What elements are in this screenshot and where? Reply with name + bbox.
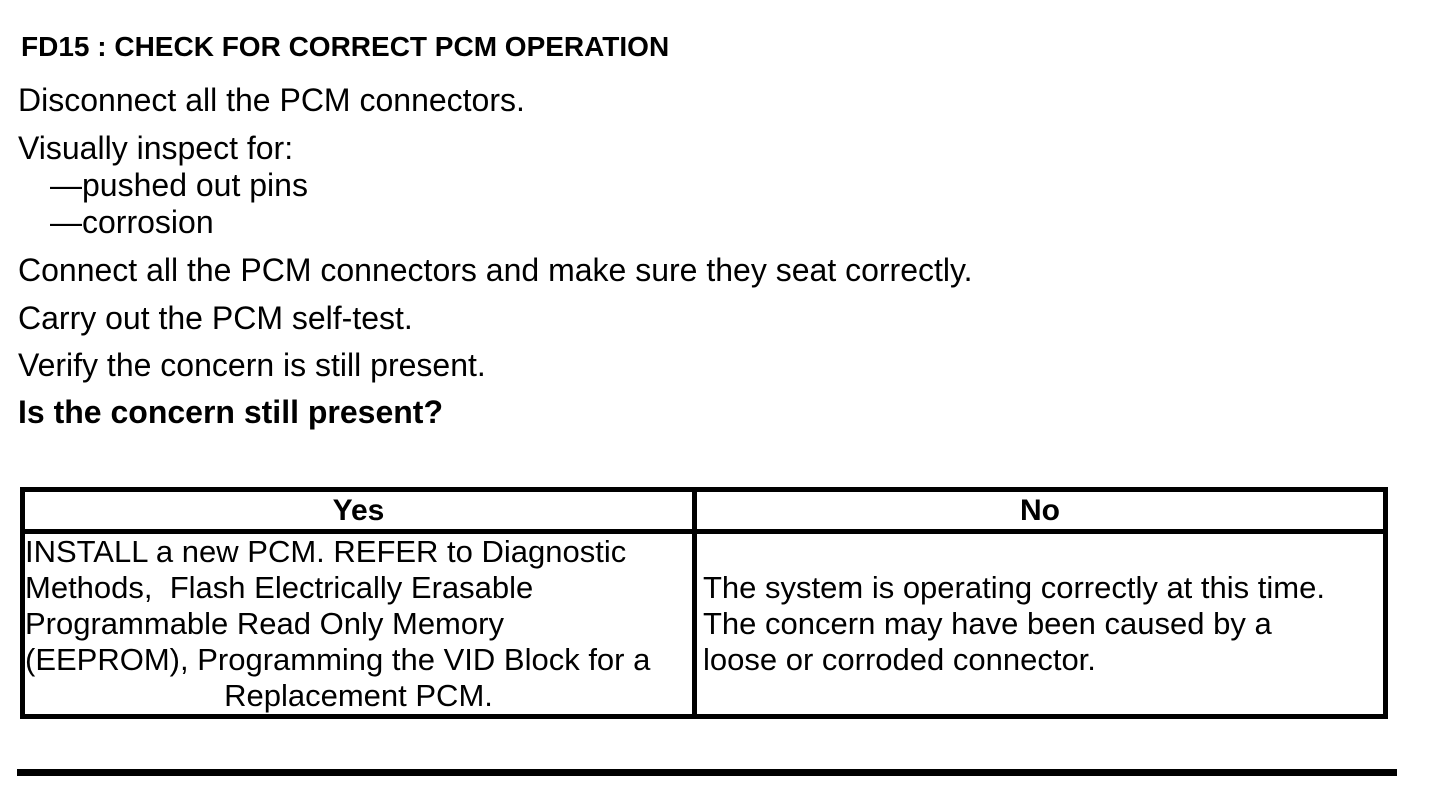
instruction-connect-connectors: Connect all the PCM connectors and make … — [18, 252, 973, 288]
inspect-item-corrosion: —corrosion — [50, 204, 214, 240]
instruction-disconnect-connectors: Disconnect all the PCM connectors. — [18, 82, 525, 118]
instruction-verify-concern: Verify the concern is still present. — [18, 347, 486, 383]
table-header-no: No — [697, 492, 1383, 534]
instruction-visually-inspect: Visually inspect for: — [18, 130, 294, 166]
yes-action-line: Programmable Read Only Memory — [25, 606, 504, 641]
yes-action-line: Replacement PCM. — [224, 678, 493, 713]
table-header-row: Yes No — [25, 492, 1383, 534]
yes-action-line: INSTALL a new PCM. REFER to Diagnostic — [25, 534, 627, 569]
yes-action-cell: INSTALL a new PCM. REFER to Diagnostic M… — [25, 534, 697, 714]
no-action-line: The concern may have been caused by a — [703, 606, 1272, 641]
yes-action-line: Methods, Flash Electrically Erasable — [25, 570, 534, 605]
section-divider-rule — [17, 769, 1397, 776]
decision-question: Is the concern still present? — [18, 394, 443, 430]
no-action-line: The system is operating correctly at thi… — [703, 570, 1325, 605]
instruction-self-test: Carry out the PCM self-test. — [18, 300, 413, 336]
no-action-cell: The system is operating correctly at thi… — [697, 534, 1383, 714]
test-step-heading: FD15 : CHECK FOR CORRECT PCM OPERATION — [21, 31, 670, 62]
table-header-yes: Yes — [25, 492, 697, 534]
table-body-row: INSTALL a new PCM. REFER to Diagnostic M… — [25, 534, 1383, 714]
yes-no-decision-table: Yes No INSTALL a new PCM. REFER to Diagn… — [20, 487, 1388, 719]
yes-action-line: (EEPROM), Programming the VID Block for … — [25, 642, 651, 677]
no-action-line: loose or corroded connector. — [703, 642, 1096, 677]
inspect-item-pushed-out-pins: —pushed out pins — [50, 167, 308, 203]
